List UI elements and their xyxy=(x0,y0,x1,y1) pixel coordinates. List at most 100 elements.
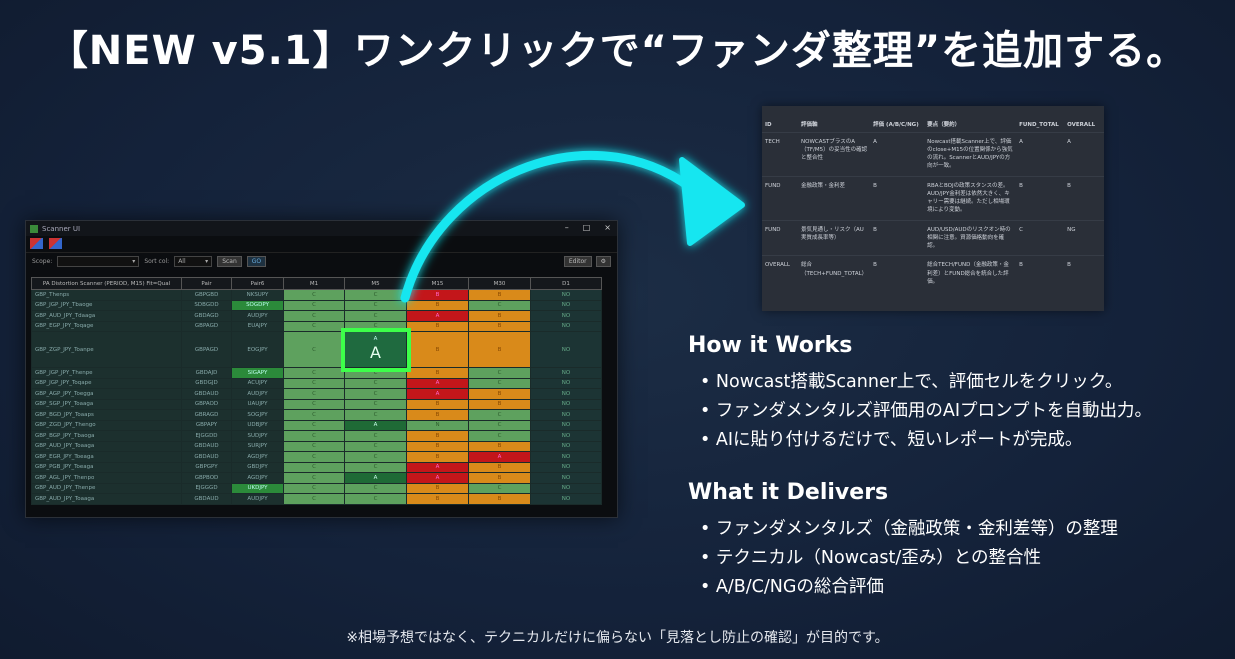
evaluation-cell[interactable]: C xyxy=(283,409,345,421)
column-header[interactable]: M5 xyxy=(344,277,407,290)
evaluation-cell[interactable]: NO xyxy=(530,409,602,421)
evaluation-cell[interactable]: NO xyxy=(530,472,602,484)
settings-button[interactable]: ⚙ xyxy=(595,256,611,267)
evaluation-cell[interactable]: B xyxy=(468,398,531,410)
evaluation-cell[interactable]: B xyxy=(406,493,469,505)
evaluation-cell[interactable]: NO xyxy=(530,320,602,332)
evaluation-cell[interactable]: A xyxy=(344,472,407,484)
evaluation-cell[interactable]: C xyxy=(468,482,531,494)
flag-icon[interactable] xyxy=(49,238,62,249)
sort-select[interactable]: All▾ xyxy=(174,256,213,267)
column-header[interactable]: D1 xyxy=(530,277,602,290)
evaluation-cell[interactable]: C xyxy=(283,367,345,379)
evaluation-cell[interactable]: C xyxy=(283,461,345,473)
evaluation-cell[interactable]: NO xyxy=(530,482,602,494)
evaluation-cell[interactable]: B xyxy=(468,320,531,332)
evaluation-cell[interactable]: C xyxy=(344,430,407,442)
evaluation-cell[interactable]: C xyxy=(344,320,407,332)
evaluation-cell[interactable]: B xyxy=(468,472,531,484)
evaluation-cell[interactable]: C xyxy=(283,331,345,368)
evaluation-cell[interactable]: C xyxy=(344,493,407,505)
evaluation-cell[interactable]: C xyxy=(344,398,407,410)
evaluation-cell[interactable]: B xyxy=(406,331,469,368)
evaluation-cell[interactable]: C xyxy=(283,289,345,301)
evaluation-cell[interactable]: A xyxy=(406,461,469,473)
evaluation-cell[interactable]: C xyxy=(468,419,531,431)
column-header[interactable]: Pair xyxy=(181,277,232,290)
evaluation-cell[interactable]: C xyxy=(283,377,345,389)
evaluation-cell[interactable]: NO xyxy=(530,310,602,322)
evaluation-cell[interactable]: A xyxy=(406,472,469,484)
evaluation-cell[interactable]: B xyxy=(468,289,531,301)
evaluation-cell[interactable]: B xyxy=(468,440,531,452)
evaluation-cell[interactable]: B xyxy=(468,388,531,400)
go-button[interactable]: GO xyxy=(246,256,267,267)
evaluation-cell[interactable]: C xyxy=(283,388,345,400)
evaluation-cell[interactable]: B xyxy=(406,430,469,442)
close-button[interactable]: × xyxy=(604,223,611,232)
evaluation-cell[interactable]: C xyxy=(283,430,345,442)
evaluation-cell[interactable]: C xyxy=(283,440,345,452)
evaluation-cell[interactable]: C xyxy=(344,409,407,421)
evaluation-cell[interactable]: C xyxy=(283,310,345,322)
evaluation-cell[interactable]: C xyxy=(468,377,531,389)
evaluation-cell[interactable]: NO xyxy=(530,440,602,452)
evaluation-cell[interactable]: NO xyxy=(530,493,602,505)
evaluation-cell[interactable]: B xyxy=(406,440,469,452)
evaluation-cell[interactable]: B xyxy=(468,461,531,473)
evaluation-cell[interactable]: C xyxy=(344,310,407,322)
evaluation-cell[interactable]: C xyxy=(344,440,407,452)
evaluation-cell[interactable]: B xyxy=(406,482,469,494)
evaluation-cell[interactable]: A xyxy=(468,451,531,463)
evaluation-cell[interactable]: NO xyxy=(530,461,602,473)
evaluation-cell[interactable]: NO xyxy=(530,377,602,389)
evaluation-cell[interactable]: C xyxy=(344,377,407,389)
evaluation-cell[interactable]: B xyxy=(406,320,469,332)
flag-icon[interactable] xyxy=(30,238,43,249)
column-header[interactable]: M1 xyxy=(283,277,345,290)
scan-button[interactable]: Scan xyxy=(217,256,242,267)
evaluation-cell[interactable]: N xyxy=(406,419,469,431)
evaluation-cell[interactable]: C xyxy=(283,299,345,311)
evaluation-cell[interactable]: C xyxy=(468,430,531,442)
evaluation-cell[interactable]: NO xyxy=(530,430,602,442)
evaluation-cell[interactable]: A xyxy=(406,377,469,389)
evaluation-cell[interactable]: B xyxy=(468,331,531,368)
column-header[interactable]: Pair6 xyxy=(231,277,284,290)
minimize-button[interactable]: – xyxy=(564,223,569,232)
evaluation-cell[interactable]: NO xyxy=(530,299,602,311)
evaluation-cell[interactable]: C xyxy=(344,367,407,379)
column-header[interactable]: M30 xyxy=(468,277,531,290)
scope-select[interactable]: ▾ xyxy=(57,256,140,267)
evaluation-cell[interactable]: B xyxy=(406,367,469,379)
evaluation-cell[interactable]: C xyxy=(344,461,407,473)
evaluation-cell[interactable]: C xyxy=(283,398,345,410)
evaluation-cell[interactable]: B xyxy=(406,451,469,463)
evaluation-cell[interactable]: A xyxy=(406,388,469,400)
evaluation-cell[interactable]: NO xyxy=(530,419,602,431)
column-header[interactable]: PA Distortion Scanner (PERIOD, M15) Fit=… xyxy=(31,277,182,290)
evaluation-cell[interactable]: C xyxy=(344,482,407,494)
evaluation-cell[interactable]: C xyxy=(468,367,531,379)
editor-button[interactable]: Editor xyxy=(563,256,592,267)
evaluation-cell[interactable]: C xyxy=(468,409,531,421)
evaluation-cell[interactable]: NO xyxy=(530,451,602,463)
evaluation-cell[interactable]: NO xyxy=(530,367,602,379)
evaluation-cell[interactable]: C xyxy=(283,493,345,505)
evaluation-cell[interactable]: B xyxy=(406,289,469,301)
